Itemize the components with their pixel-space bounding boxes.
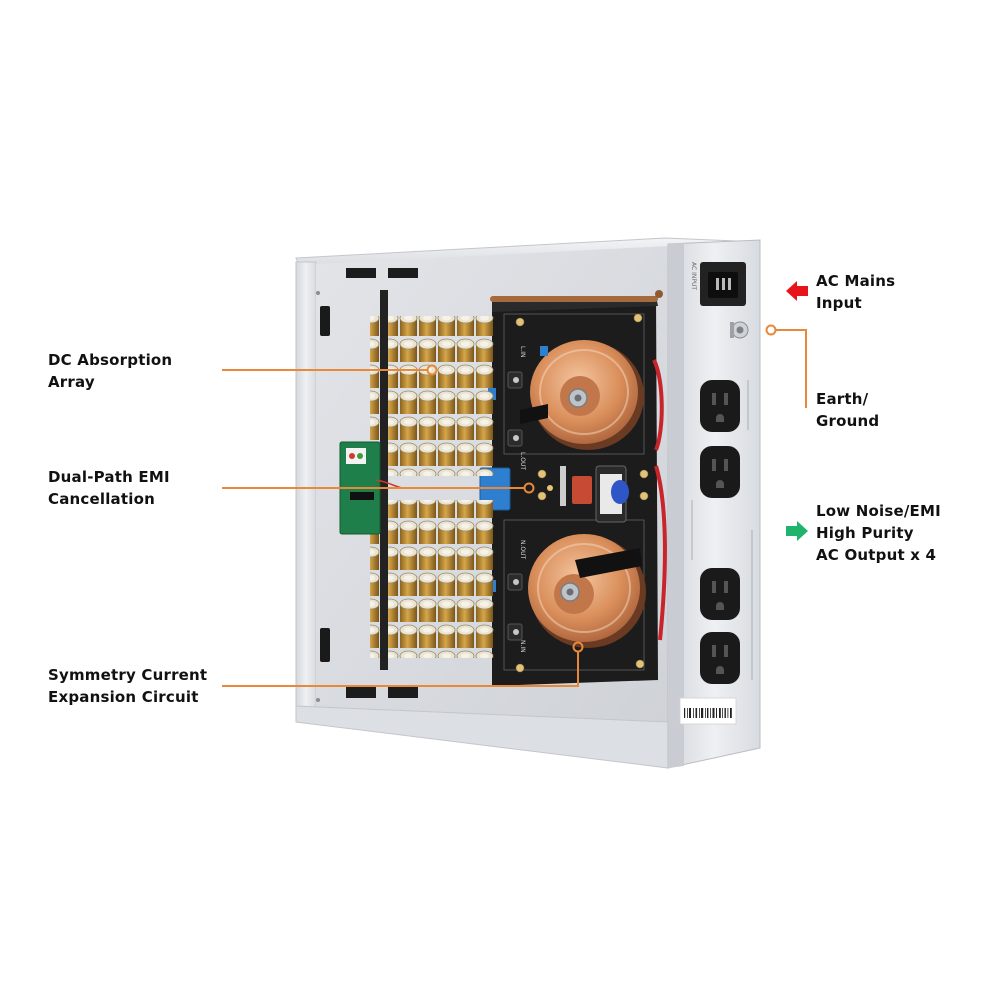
barcode-label [679, 697, 737, 725]
ac-panel-detail: AC INPUT [690, 262, 753, 684]
capacitor-bank [346, 268, 494, 698]
vent-slot [320, 628, 330, 662]
arrow-left-icon [786, 281, 808, 301]
outlet-icon [700, 380, 740, 432]
bus-bar [490, 296, 658, 302]
callout-line: AC Output x 4 [816, 546, 937, 564]
mark-n-out: N.OUT [519, 540, 526, 560]
callout-ac-mains: AC Mains Input [816, 270, 895, 314]
callout-line: Dual-Path EMI [48, 468, 170, 486]
ground-post-icon [730, 321, 749, 339]
arrow-right-icon [786, 521, 808, 541]
callout-line: Cancellation [48, 490, 155, 508]
callout-line: Expansion Circuit [48, 688, 199, 706]
callout-earth-ground: Earth/ Ground [816, 388, 879, 432]
callout-dc-absorption: DC Absorption Array [48, 349, 172, 393]
pcb-terminals [507, 371, 523, 641]
callout-line: Array [48, 373, 95, 391]
callout-symmetry-current: Symmetry Current Expansion Circuit [48, 664, 207, 708]
toroid-lower [528, 534, 646, 648]
pcb: L.IN L.OUT N.OUT N.IN [479, 290, 667, 686]
callout-dual-path-emi: Dual-Path EMI Cancellation [48, 466, 170, 510]
callout-low-noise: Low Noise/EMI High Purity AC Output x 4 [816, 500, 941, 566]
ac-input-mark: AC INPUT [690, 262, 697, 290]
callout-line: DC Absorption [48, 351, 173, 369]
callout-line: High Purity [816, 524, 914, 542]
callout-line: Low Noise/EMI [816, 502, 941, 520]
outlet-icon [700, 446, 740, 498]
mark-l-out: L.OUT [519, 452, 526, 470]
outlet-icon [700, 632, 740, 684]
iec-inlet-icon [700, 262, 746, 306]
mark-n-in: N.IN [519, 640, 526, 653]
callout-line: Earth/ [816, 390, 869, 408]
outlet-icon [700, 568, 740, 620]
leader-lines [222, 324, 807, 687]
callout-line: Ground [816, 412, 880, 430]
mark-l-in: L.IN [519, 346, 526, 358]
callout-line: Symmetry Current [48, 666, 208, 684]
callout-line: AC Mains [816, 272, 896, 290]
emi-filter-components [479, 346, 629, 592]
vent-slot [320, 306, 330, 336]
callout-line: Input [816, 294, 862, 312]
toroid-upper [520, 340, 644, 450]
